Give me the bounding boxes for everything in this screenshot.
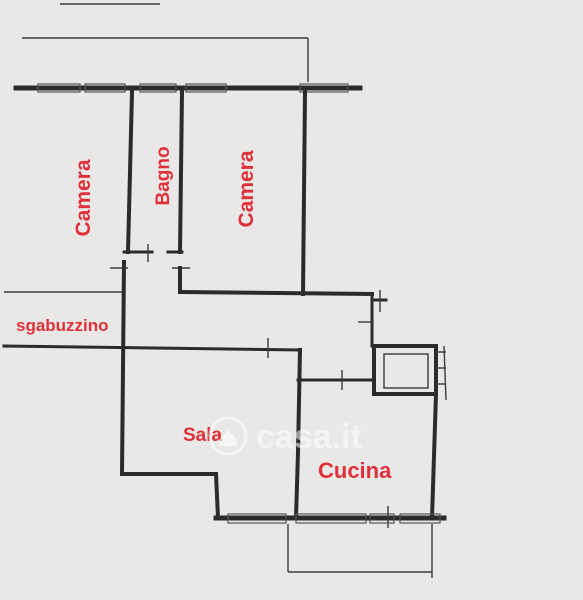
room-label-sala: Sala <box>183 425 223 446</box>
room-label-sgabuzzino: sgabuzzino <box>16 316 109 335</box>
watermark-house-icon <box>208 416 248 456</box>
bottom-exterior-wall <box>213 506 447 578</box>
top-edge <box>22 3 309 82</box>
room-label-camera-left: Camera <box>72 159 95 236</box>
room-label-bagno: Bagno <box>153 146 174 205</box>
interior-walls <box>2 89 375 521</box>
room-label-camera-right: Camera <box>235 150 258 227</box>
watermark: casa.it <box>208 416 362 456</box>
room-label-cucina: Cucina <box>318 458 392 483</box>
watermark-text: casa.it <box>256 418 362 456</box>
kitchen-walls <box>358 290 447 521</box>
top-exterior-wall <box>13 83 363 93</box>
